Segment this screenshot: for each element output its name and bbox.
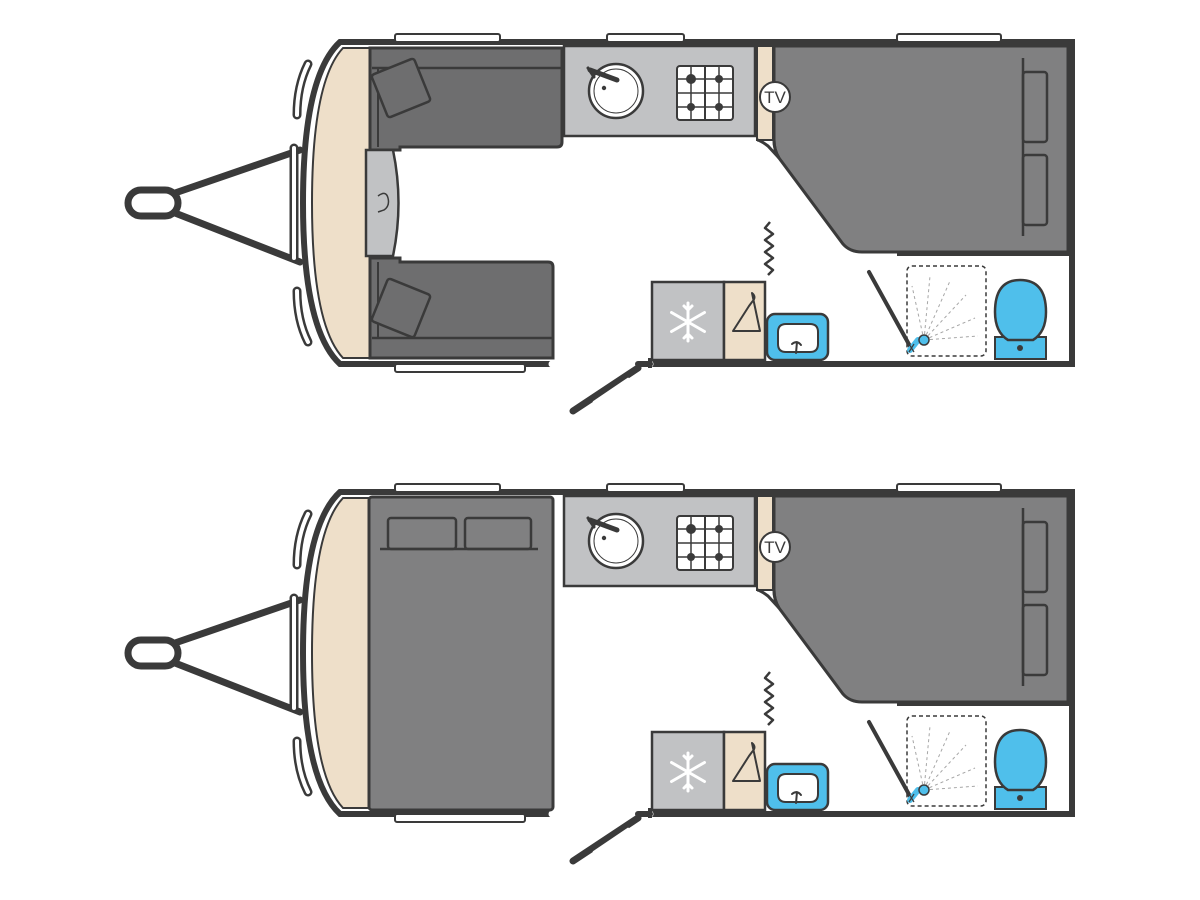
tv-label: TV xyxy=(764,538,786,557)
tv-label: TV xyxy=(764,88,786,107)
chest-handle-icon xyxy=(377,192,390,213)
bed-pillow xyxy=(463,516,533,551)
front-made-up-bed xyxy=(367,495,555,812)
bed-pillow xyxy=(386,516,458,551)
front-chest xyxy=(364,148,400,258)
scatter-cushion xyxy=(370,57,432,119)
floorplan-night-layout: TV xyxy=(128,484,1072,861)
floorplan-day-layout: TV xyxy=(128,34,1072,411)
scatter-cushion xyxy=(370,277,432,339)
